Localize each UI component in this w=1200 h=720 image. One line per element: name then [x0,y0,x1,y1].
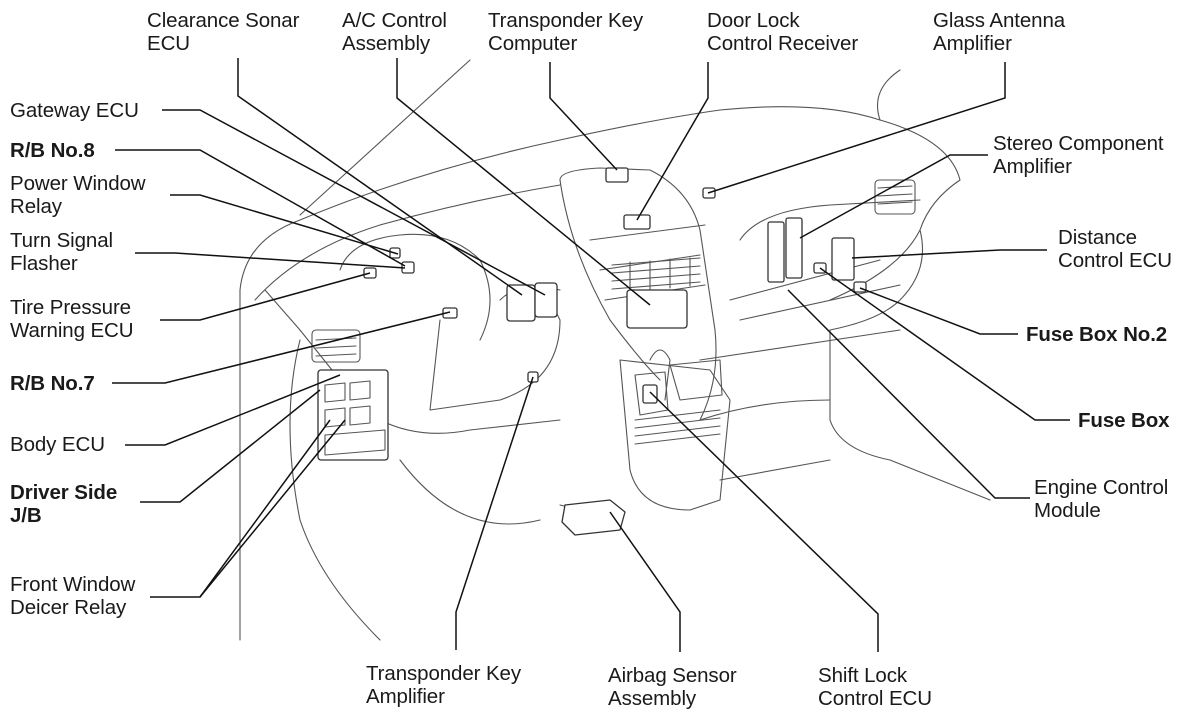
label-driver-side-jb: Driver Side J/B [10,481,118,527]
label-engine-control-module: Engine Control Module [1034,476,1169,522]
label-turn-signal-flasher: Turn Signal Flasher [10,229,113,275]
leader-front-window-deicer-relay-b [199,419,346,598]
leader-stereo-component-amplifier [799,154,988,239]
leader-clearance-sonar-ecu [237,58,523,296]
leader-fuse-box-no2 [859,287,1018,335]
label-tire-pressure-warning-ecu: Tire Pressure Warning ECU [10,296,134,342]
leader-engine-control-module [787,289,1030,499]
part-fuse-box-no2 [853,281,867,293]
label-fuse-box-no2: Fuse Box No.2 [1026,323,1168,346]
label-front-window-deicer-relay: Front Window Deicer Relay [10,573,136,619]
component-parts [317,167,867,536]
leader-distance-control-ecu [851,249,1047,259]
leader-power-window-relay [170,194,399,255]
label-rb-no7: R/B No.7 [10,372,95,395]
part-distance-control-ecu [831,237,855,281]
part-airbag-sensor-assembly [561,499,626,536]
leader-gateway-ecu [162,109,546,296]
label-door-lock-control-receiver: Door Lock Control Receiver [707,9,859,55]
label-body-ecu: Body ECU [10,433,105,456]
label-airbag-sensor-assembly: Airbag Sensor Assembly [608,664,737,710]
leader-transponder-key-amplifier [455,376,534,650]
label-ac-control-assembly: A/C Control Assembly [342,9,447,55]
label-stereo-component-amplifier: Stereo Component Amplifier [993,132,1164,178]
leader-rb-no7 [112,311,451,384]
label-gateway-ecu: Gateway ECU [10,99,139,122]
part-gateway-ecu [534,282,558,318]
label-transponder-key-amplifier: Transponder Key Amplifier [366,662,521,708]
leader-rb-no8 [115,149,406,267]
label-distance-control-ecu: Distance Control ECU [1058,226,1172,272]
label-shift-lock-control-ecu: Shift Lock Control ECU [818,664,932,710]
label-fuse-box: Fuse Box [1078,409,1170,432]
leader-fuse-box [819,267,1070,421]
leader-ac-control-assembly [396,58,651,306]
leader-shift-lock-control-ecu [649,391,879,652]
part-stereo-component-amplifier [767,221,785,283]
part-clearance-sonar-ecu [506,284,536,322]
leader-lines [112,58,1070,652]
leader-tire-pressure-warning-ecu [160,272,371,321]
leader-driver-side-jb [140,389,321,503]
part-door-lock-control-receiver [623,214,651,230]
leader-transponder-key-computer [549,62,618,171]
part-transponder-key-computer [605,167,629,183]
leader-turn-signal-flasher [135,252,406,269]
leader-door-lock-control-receiver [636,62,709,221]
label-rb-no8: R/B No.8 [10,139,95,162]
dashboard-outline [239,59,991,641]
leader-airbag-sensor-assembly [609,511,681,652]
label-transponder-key-computer: Transponder Key Computer [488,9,643,55]
label-glass-antenna-amplifier: Glass Antenna Amplifier [933,9,1066,55]
label-clearance-sonar-ecu: Clearance Sonar ECU [147,9,300,55]
part-ac-control-assembly [626,289,688,329]
part-driver-side-jb [317,369,389,461]
leader-body-ecu [125,374,341,446]
leader-glass-antenna-amplifier [707,62,1006,194]
part-shift-lock-control-ecu [642,384,658,404]
label-power-window-relay: Power Window Relay [10,172,146,218]
